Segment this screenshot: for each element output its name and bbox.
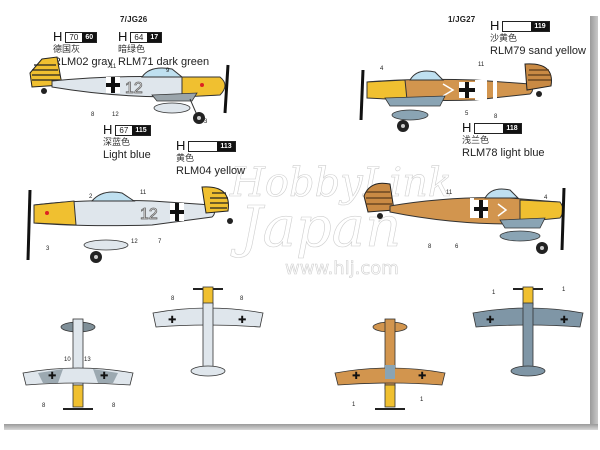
color-chip: H 113 <box>176 138 245 153</box>
part-number: 13 <box>84 357 91 363</box>
part-number: 8 <box>494 114 498 120</box>
hobby-color-h-label: H <box>176 138 186 153</box>
chinese-color-name: 黄色 <box>176 153 195 163</box>
part-number: 6 <box>455 244 459 250</box>
svg-text:✚: ✚ <box>352 371 360 382</box>
part-number: 8 <box>240 296 244 302</box>
part-number: 11 <box>446 190 453 196</box>
chinese-color-name: 德国灰 <box>53 44 81 54</box>
color-callout-rlm04-yellow: H 113 黄色 RLM04 yellow <box>176 138 246 178</box>
code-white: 70 <box>66 32 83 42</box>
part-number: 10 <box>64 357 71 363</box>
part-number: 3 <box>46 246 50 252</box>
part-number: 2 <box>89 194 93 200</box>
code-white <box>475 123 504 133</box>
color-callout-rlm78-light-blue: H 118 浅兰色 RLM78 light blue <box>462 120 545 160</box>
plan-view-jg27-upperside: ✚ ✚ <box>472 286 584 377</box>
svg-text:✚: ✚ <box>238 315 246 326</box>
part-number: 1 <box>492 290 496 296</box>
fuselage-number: 12 <box>125 80 143 97</box>
english-color-name: RLM71 dark green <box>118 56 210 68</box>
code-black: 115 <box>132 125 150 135</box>
plan-view-jg27-underside: ✚ ✚ <box>334 318 446 410</box>
hobby-color-h-label: H <box>118 29 128 44</box>
part-number: 8 <box>171 296 175 302</box>
english-color-name: RLM02 gray <box>53 56 113 68</box>
part-number: 12 <box>112 112 119 118</box>
paper-shadow-right <box>590 16 598 430</box>
english-color-name: Light blue <box>103 149 151 161</box>
part-number: 8 <box>91 112 95 118</box>
svg-text:✚: ✚ <box>168 315 176 326</box>
color-callout-rlm79-sand-yellow: H 119 沙黄色 RLM79 sand yellow <box>490 18 586 58</box>
chinese-color-name: 深蓝色 <box>103 137 131 147</box>
profile-jg26-right-side: 12 <box>26 186 233 263</box>
part-number: 12 <box>131 239 138 245</box>
color-chip: H 119 <box>490 18 586 33</box>
part-number: 9 <box>166 68 170 74</box>
svg-text:✚: ✚ <box>486 315 494 326</box>
hobby-color-h-label: H <box>462 120 472 135</box>
svg-text:✚: ✚ <box>560 315 568 326</box>
code-white <box>189 141 218 151</box>
english-color-name: RLM79 sand yellow <box>490 45 586 57</box>
plan-view-jg26-underside: ✚ ✚ <box>22 318 134 410</box>
part-number: 3 <box>204 119 208 125</box>
part-number: 4 <box>380 66 384 72</box>
part-number: 11 <box>140 190 147 196</box>
profile-jg26-left-side: 12 <box>29 56 230 124</box>
plan-view-jg26-upperside: ✚ ✚ <box>152 286 264 377</box>
part-number: 8 <box>428 244 432 250</box>
hobby-color-h-label: H <box>103 122 113 137</box>
code-black: 60 <box>82 32 97 42</box>
code-black: 118 <box>503 123 521 133</box>
part-number: 1 <box>420 397 424 403</box>
part-number: 5 <box>465 111 469 117</box>
code-white <box>503 21 532 31</box>
part-number: 8 <box>42 403 46 409</box>
part-number: 1 <box>352 402 356 408</box>
decal-instruction-sheet: HobbyLink Japan www.hlj.com 7/JG26 1/JG2… <box>22 15 586 410</box>
code-white: 64 <box>131 32 148 42</box>
code-white: 67 <box>116 125 133 135</box>
svg-text:✚: ✚ <box>48 371 56 382</box>
part-number: 11 <box>110 64 117 70</box>
english-color-name: RLM04 yellow <box>176 165 246 177</box>
profile-jg27-left-side <box>359 63 552 132</box>
hobby-color-h-label: H <box>53 29 63 44</box>
part-number: 8 <box>112 403 116 409</box>
code-black: 17 <box>147 32 162 42</box>
chinese-color-name: 暗绿色 <box>118 44 146 54</box>
part-number: 11 <box>478 62 485 68</box>
color-chip: H 118 <box>462 120 545 135</box>
english-color-name: RLM78 light blue <box>462 147 545 159</box>
hobby-color-h-label: H <box>490 18 500 33</box>
code-black: 113 <box>217 141 235 151</box>
code-black: 119 <box>531 21 549 31</box>
part-number: 7 <box>158 239 162 245</box>
unit-label-jg27: 1/JG27 <box>448 15 476 24</box>
unit-label-jg26: 7/JG26 <box>120 15 148 24</box>
chinese-color-name: 沙黄色 <box>490 33 518 43</box>
svg-text:✚: ✚ <box>100 371 108 382</box>
profile-jg27-right-side <box>363 182 566 254</box>
chinese-color-name: 浅兰色 <box>462 135 490 145</box>
part-number: 1 <box>562 287 566 293</box>
part-number: 4 <box>544 195 548 201</box>
paper-shadow-bottom <box>4 424 598 430</box>
svg-text:12: 12 <box>140 206 158 223</box>
svg-text:✚: ✚ <box>418 371 426 382</box>
